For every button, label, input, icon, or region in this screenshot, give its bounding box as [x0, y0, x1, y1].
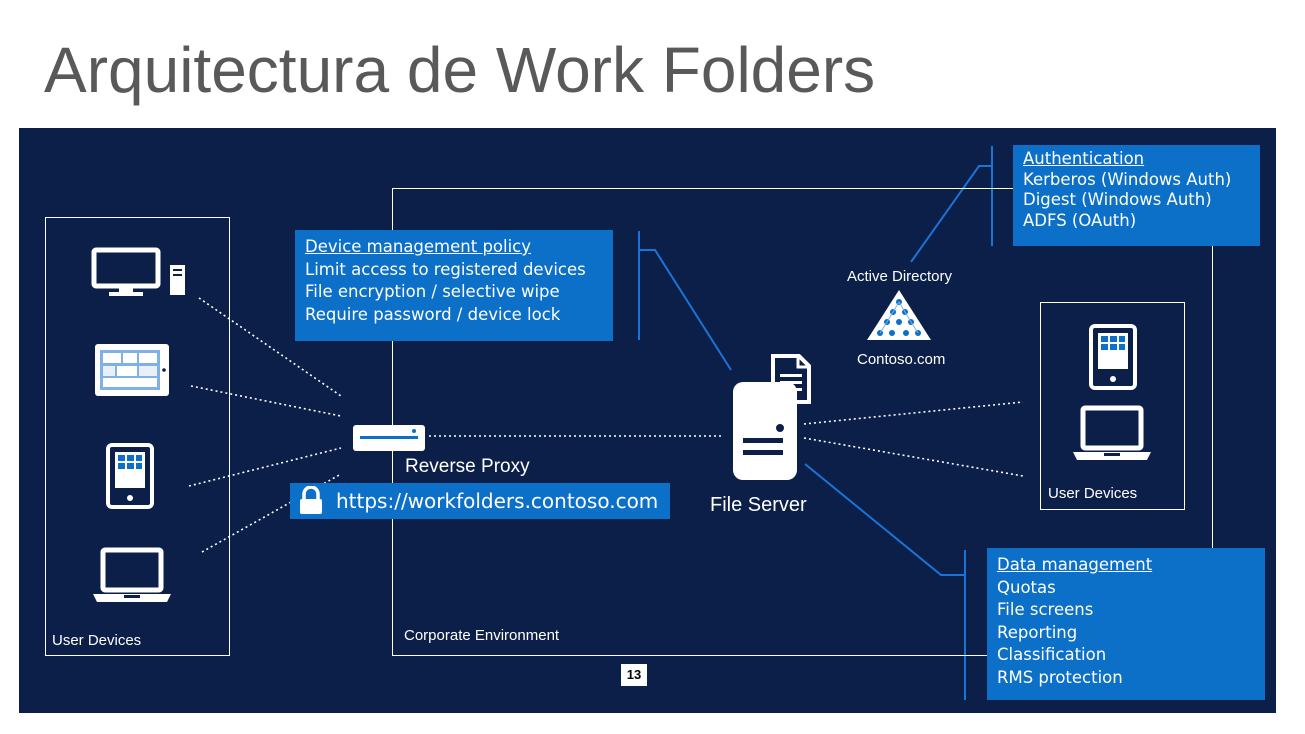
laptop-icon — [93, 547, 171, 602]
data-management-item: Classification — [997, 645, 1107, 664]
data-management-item: File screens — [997, 600, 1094, 619]
device-policy-item: File encryption / selective wipe — [305, 282, 560, 301]
data-management-item: Reporting — [997, 622, 1078, 642]
url-text[interactable]: https://workfolders.contoso.com — [336, 489, 659, 513]
device-policy-heading: Device management policy — [305, 237, 532, 256]
page-number: 13 — [621, 664, 647, 686]
tablet-icon — [1089, 324, 1137, 390]
tablet-app-icon — [95, 344, 169, 396]
right-device-group-label: User Devices — [1048, 485, 1138, 502]
left-device-group-label: User Devices — [52, 632, 142, 649]
left-device-group — [45, 217, 230, 656]
device-policy-item: Limit access to registered devices — [305, 259, 586, 279]
connector-lines — [188, 146, 1024, 700]
proxy-device-icon — [353, 425, 425, 451]
active-directory-label: Active Directory — [847, 268, 953, 285]
corporate-environment-label: Corporate Environment — [404, 627, 560, 644]
lock-icon — [300, 486, 322, 514]
authentication-item: ADFS (OAuth) — [1023, 210, 1137, 230]
laptop-icon — [1073, 405, 1151, 460]
authentication-item: Digest (Windows Auth) — [1023, 190, 1212, 209]
data-management-callout: Data management Quotas File screens Repo… — [987, 548, 1265, 700]
data-management-item: RMS protection — [997, 667, 1123, 687]
device-policy-callout: Device management policy Limit access to… — [295, 230, 613, 341]
active-directory-domain: Contoso.com — [857, 351, 946, 368]
url-banner: https://workfolders.contoso.com — [290, 483, 670, 519]
data-management-heading: Data management — [997, 555, 1153, 574]
file-server-icon — [733, 382, 797, 480]
slide-title: Arquitectura de Work Folders — [44, 34, 876, 106]
device-policy-item: Require password / device lock — [305, 304, 561, 324]
architecture-diagram: User Devices Corporate Environment User … — [19, 128, 1276, 713]
authentication-heading: Authentication — [1023, 149, 1145, 168]
reverse-proxy-label: Reverse Proxy — [405, 456, 530, 477]
tablet-icon — [106, 443, 154, 509]
active-directory-icon — [867, 290, 931, 340]
corporate-environment — [392, 188, 1213, 656]
data-management-item: Quotas — [997, 577, 1056, 597]
authentication-item: Kerberos (Windows Auth) — [1023, 169, 1232, 189]
file-server-label: File Server — [710, 494, 807, 516]
authentication-callout: Authentication Kerberos (Windows Auth) D… — [1013, 145, 1260, 246]
desktop-icon — [91, 247, 185, 296]
